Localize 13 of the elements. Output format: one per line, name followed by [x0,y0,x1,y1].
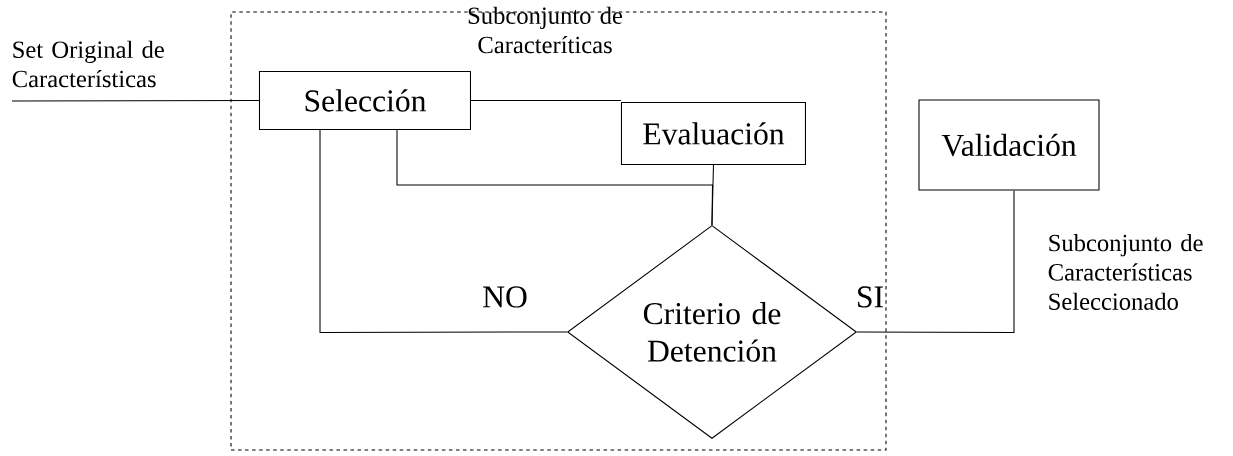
edge-label: Set Original de Características [12,40,164,88]
edge-label: Subconjunto de Caracteríticas [468,6,623,54]
connector-line [11,99,260,102]
edge-label: NO [483,286,527,308]
connector-line [470,99,622,101]
connector-line [319,129,568,334]
annotation-text: Subconjunto de Características Seleccionado [1048,234,1203,310]
connector-line [396,129,714,226]
process-box: Evaluación [620,101,806,165]
connector-line [856,190,1015,334]
process-box: Selección [258,70,471,130]
edge-label: SI [858,286,883,308]
process-box: Validación [918,99,1100,191]
